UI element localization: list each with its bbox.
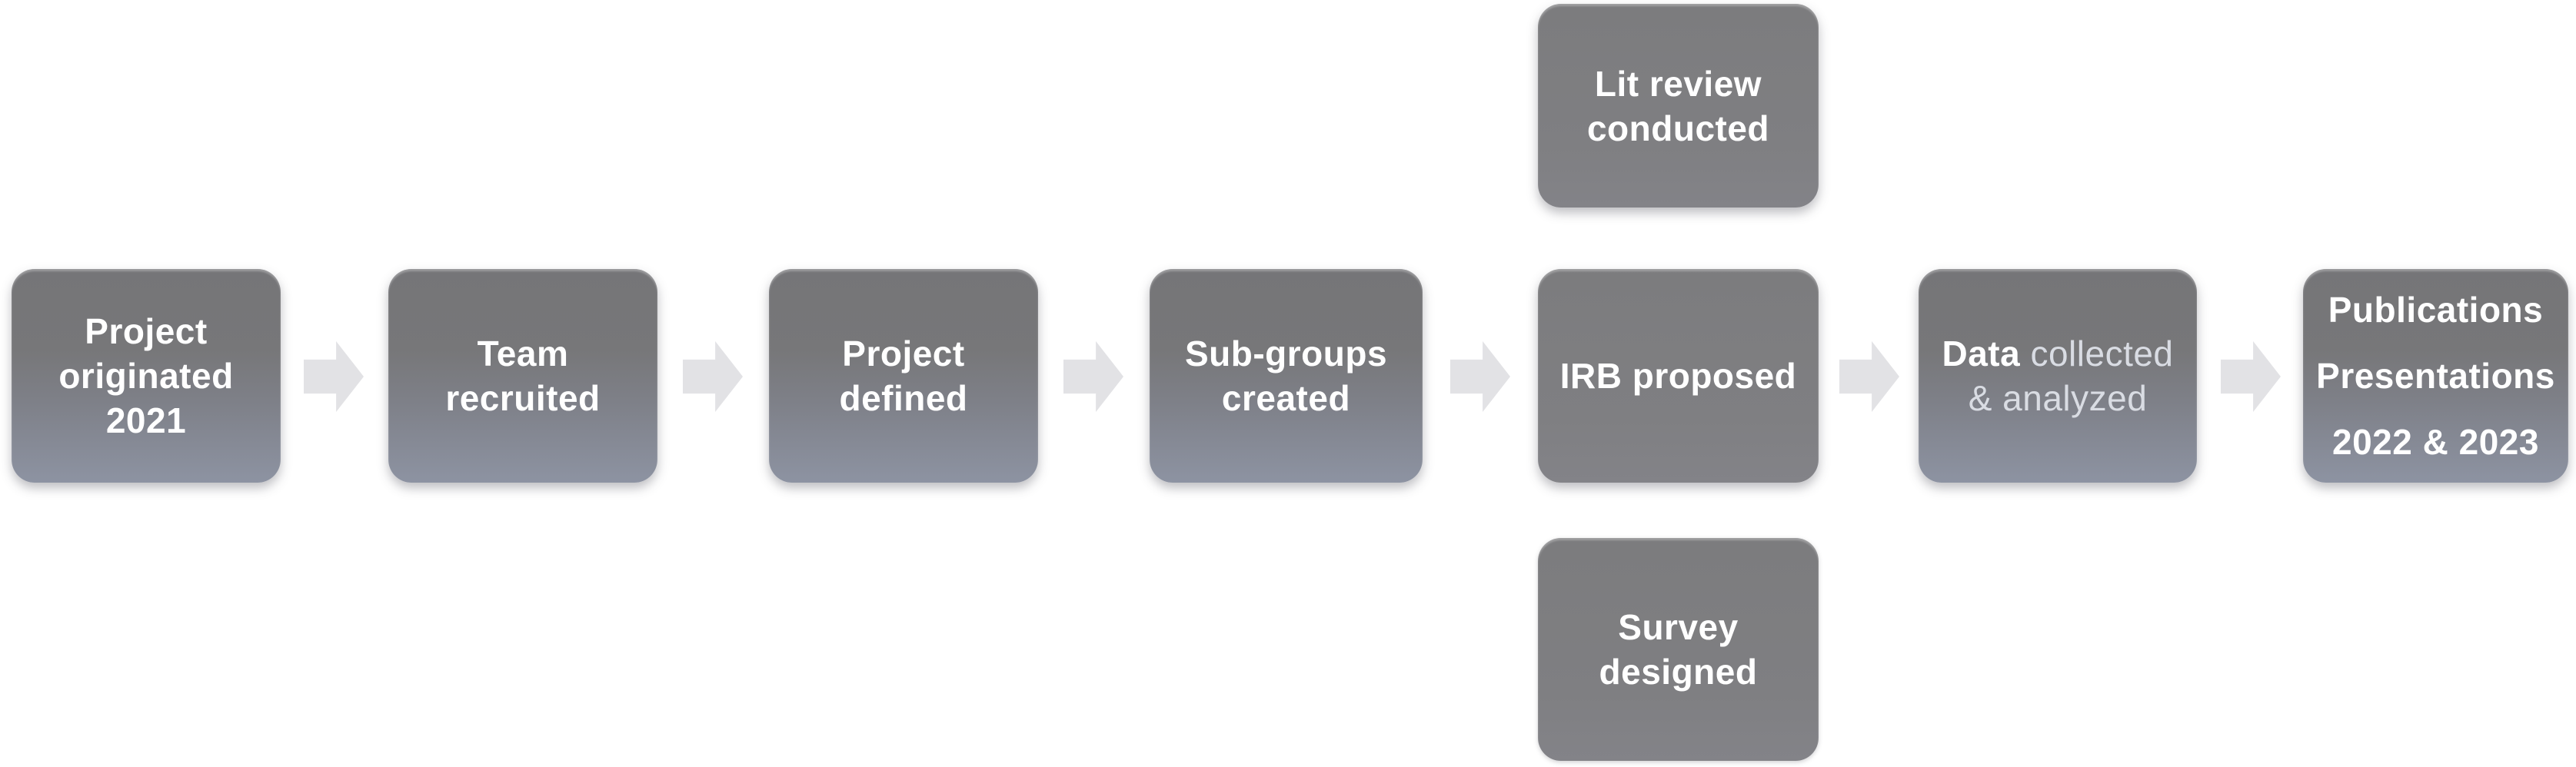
step-label: IRB proposed	[1560, 354, 1797, 398]
step-label: Team recruited	[445, 331, 600, 420]
step-label: Publications Presentations 2022 & 2023	[2316, 287, 2555, 464]
step-lit-review-conducted: Lit review conducted	[1538, 4, 1819, 208]
step-label-line: Project	[85, 311, 208, 351]
step-irb-proposed: IRB proposed	[1538, 269, 1819, 483]
step-data-collected-analyzed: Data collected & analyzed	[1919, 269, 2197, 483]
step-label-line: originated	[58, 356, 234, 396]
emphasized-word: Data	[1942, 334, 2021, 374]
step-label-line: conducted	[1586, 108, 1770, 148]
arrow-right-icon	[683, 341, 743, 412]
step-label: Data collected & analyzed	[1942, 331, 2173, 420]
step-label-line: defined	[839, 378, 968, 418]
step-sub-groups-created: Sub-groups created	[1150, 269, 1423, 483]
arrow-right-icon	[2221, 341, 2281, 412]
step-label: Project originated 2021	[58, 309, 233, 443]
arrow-right-icon	[1450, 341, 1510, 412]
step-label-line: IRB proposed	[1559, 356, 1797, 396]
step-label-line: recruited	[445, 378, 601, 418]
step-label-line: Publications	[2328, 290, 2544, 330]
step-label: Survey designed	[1599, 605, 1758, 694]
step-label-line: & analyzed	[1968, 378, 2148, 418]
step-label: Project defined	[839, 331, 967, 420]
step-label-line: Lit review	[1594, 63, 1762, 104]
step-label: Lit review conducted	[1587, 61, 1769, 151]
step-label-line: Project	[842, 334, 965, 374]
step-label: Sub-groups created	[1185, 331, 1387, 420]
step-label-rest: collected	[2020, 334, 2174, 374]
arrow-right-icon	[304, 341, 364, 412]
step-label-line: Data collected	[1942, 331, 2173, 376]
step-project-originated: Project originated 2021	[12, 269, 281, 483]
step-label-line: Team	[477, 334, 569, 374]
step-label-line: designed	[1599, 652, 1758, 692]
step-project-defined: Project defined	[769, 269, 1038, 483]
arrow-right-icon	[1839, 341, 1899, 412]
step-publications-presentations: Publications Presentations 2022 & 2023	[2303, 269, 2568, 483]
step-label-line: Sub-groups	[1184, 334, 1388, 374]
step-label-line: created	[1221, 378, 1351, 418]
step-label-line: Survey	[1618, 607, 1739, 647]
step-label-line: 2021	[105, 400, 187, 440]
step-label-line: Presentations	[2316, 356, 2555, 396]
step-survey-designed: Survey designed	[1538, 538, 1819, 761]
step-label-line: 2022 & 2023	[2332, 422, 2539, 462]
arrow-right-icon	[1063, 341, 1123, 412]
step-team-recruited: Team recruited	[388, 269, 657, 483]
